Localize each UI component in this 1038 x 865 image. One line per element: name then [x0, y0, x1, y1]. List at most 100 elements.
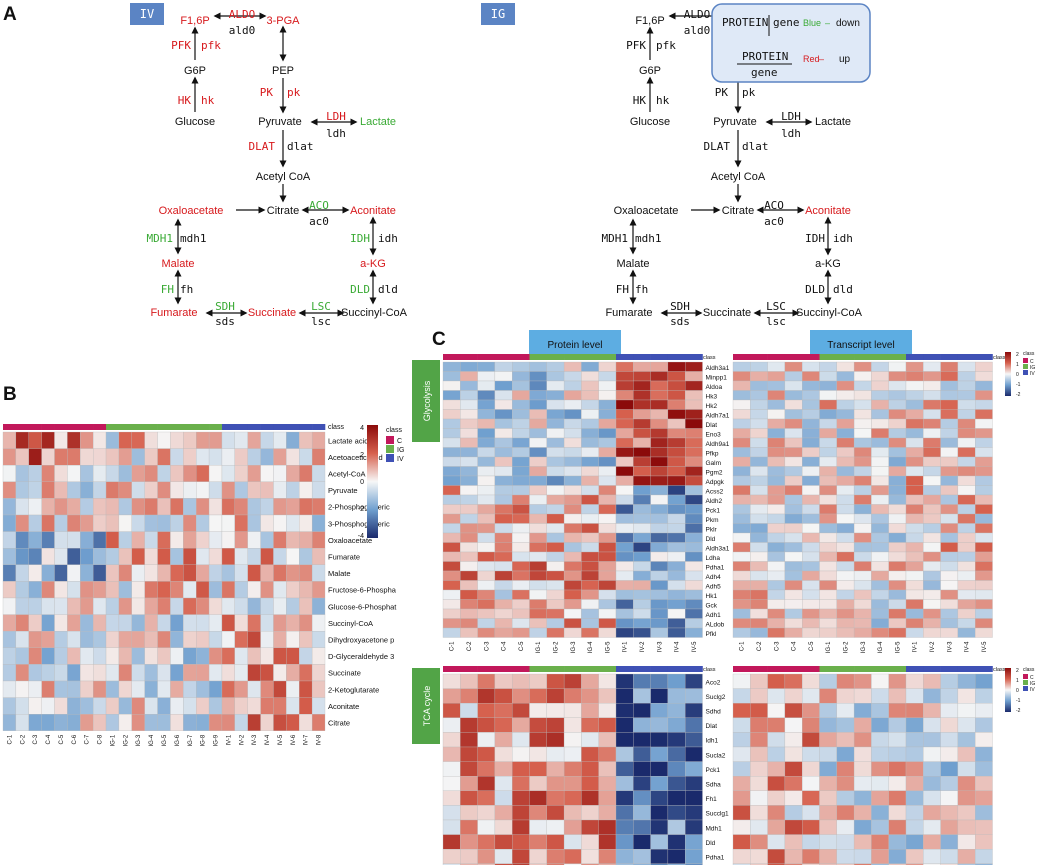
heatmap-cell	[615, 494, 634, 505]
class-bar-cell	[460, 666, 478, 672]
heatmap-cell	[546, 437, 565, 448]
heatmap-cell	[888, 618, 907, 629]
heatmap-cell	[208, 481, 223, 499]
heatmap-cell	[750, 456, 768, 467]
heatmap-cell	[598, 437, 617, 448]
heatmap-cell	[442, 570, 461, 581]
heatmap-cell	[170, 465, 184, 482]
heatmap-cell	[581, 805, 599, 821]
heatmap-cell	[836, 589, 855, 600]
scale-tick: 2	[360, 452, 364, 459]
heatmap-cell	[650, 761, 669, 777]
enzyme-aldo_g: ald0	[229, 24, 256, 37]
heatmap-cell	[460, 409, 478, 420]
heatmap-cell	[2, 697, 17, 715]
heatmap-cell	[563, 688, 582, 704]
heatmap-cell	[871, 523, 889, 534]
heatmap-cell	[667, 703, 686, 718]
heatmap-cell	[54, 697, 68, 715]
heatmap-cell	[477, 561, 496, 572]
heatmap-cell	[871, 542, 889, 553]
heatmap-cell	[957, 570, 976, 581]
heatmap-cell	[633, 428, 651, 439]
enzyme-hk_p: HK	[178, 94, 192, 107]
heatmap-cell	[221, 697, 235, 715]
heatmap-cell	[784, 561, 803, 572]
heatmap-cell	[923, 447, 941, 458]
heatmap-cell	[650, 863, 669, 865]
heatmap-cell	[975, 437, 993, 448]
class-bar-cell	[512, 666, 530, 672]
heatmap-cell	[144, 498, 158, 516]
heatmap-cell	[650, 608, 669, 619]
heatmap-cell	[802, 532, 820, 543]
heatmap-cell	[598, 834, 617, 850]
heatmap-cell	[923, 627, 941, 638]
heatmap-cell	[615, 399, 634, 410]
heatmap-cell	[802, 717, 820, 733]
heatmap-cell	[131, 514, 145, 532]
heatmap-cell	[512, 475, 530, 486]
heatmap-cell	[183, 431, 197, 449]
heatmap-cell	[581, 589, 599, 600]
heatmap-cell	[442, 589, 461, 600]
heatmap-cell	[888, 523, 907, 534]
heatmap-cell	[784, 673, 803, 689]
heatmap-cell	[940, 418, 959, 429]
heatmap-cell	[853, 580, 872, 591]
heatmap-cell	[494, 380, 513, 391]
heatmap-cell	[563, 717, 582, 733]
heatmap-cell	[273, 647, 287, 665]
heatmap-cell	[286, 581, 300, 599]
heatmap-cell	[802, 599, 820, 610]
enzyme-sdh_g: sds	[215, 315, 235, 328]
heatmap-cell	[836, 504, 855, 515]
heatmap-cell	[442, 475, 461, 486]
col-label: IV-8	[317, 734, 323, 745]
heatmap-cell	[286, 531, 300, 549]
heatmap-cell	[905, 703, 924, 718]
metabolite-malate: Malate	[616, 258, 649, 270]
heatmap-cell	[442, 673, 461, 689]
heatmap-cell	[650, 580, 669, 591]
heatmap-cell	[732, 485, 751, 496]
heatmap-cell	[836, 371, 855, 382]
heatmap-cell	[940, 732, 959, 748]
class-bar-cell	[784, 354, 803, 360]
row-label: Aldh3a1	[706, 545, 730, 552]
heatmap-cell	[208, 531, 223, 549]
heatmap-cell	[494, 703, 513, 718]
heatmap-cell	[477, 589, 496, 600]
heatmap-cell	[871, 570, 889, 581]
legend-gene2: gene	[751, 66, 778, 79]
heatmap-cell	[767, 608, 786, 619]
heatmap-cell	[221, 564, 235, 582]
heatmap-cell	[477, 390, 496, 401]
heatmap-cell	[871, 688, 889, 704]
heatmap-cell	[923, 532, 941, 543]
class-bar-cell	[3, 424, 17, 430]
heatmap-cell	[853, 418, 872, 429]
class-bar-cell	[819, 354, 838, 360]
heatmap-cell	[650, 618, 669, 629]
heatmap-cell	[131, 548, 145, 565]
heatmap-cell	[975, 494, 993, 505]
heatmap-cell	[442, 466, 461, 477]
legend-protein2: PROTEIN	[742, 50, 788, 63]
heatmap-cell	[685, 790, 703, 806]
heatmap-cell	[299, 664, 313, 682]
legend-item: C	[397, 438, 402, 445]
heatmap-cell	[615, 673, 634, 689]
heatmap-cell	[563, 589, 582, 600]
heatmap-cell	[732, 428, 751, 439]
heatmap-cell	[529, 570, 547, 581]
heatmap-cell	[819, 580, 837, 591]
heatmap-cell	[905, 428, 924, 439]
heatmap-cell	[667, 399, 686, 410]
col-label: C-1	[7, 734, 13, 744]
class-label: class	[328, 424, 344, 431]
heatmap-cell	[957, 399, 976, 410]
heatmap-cell	[905, 746, 924, 762]
heatmap-cell	[905, 589, 924, 600]
col-label: C-4	[46, 734, 52, 744]
